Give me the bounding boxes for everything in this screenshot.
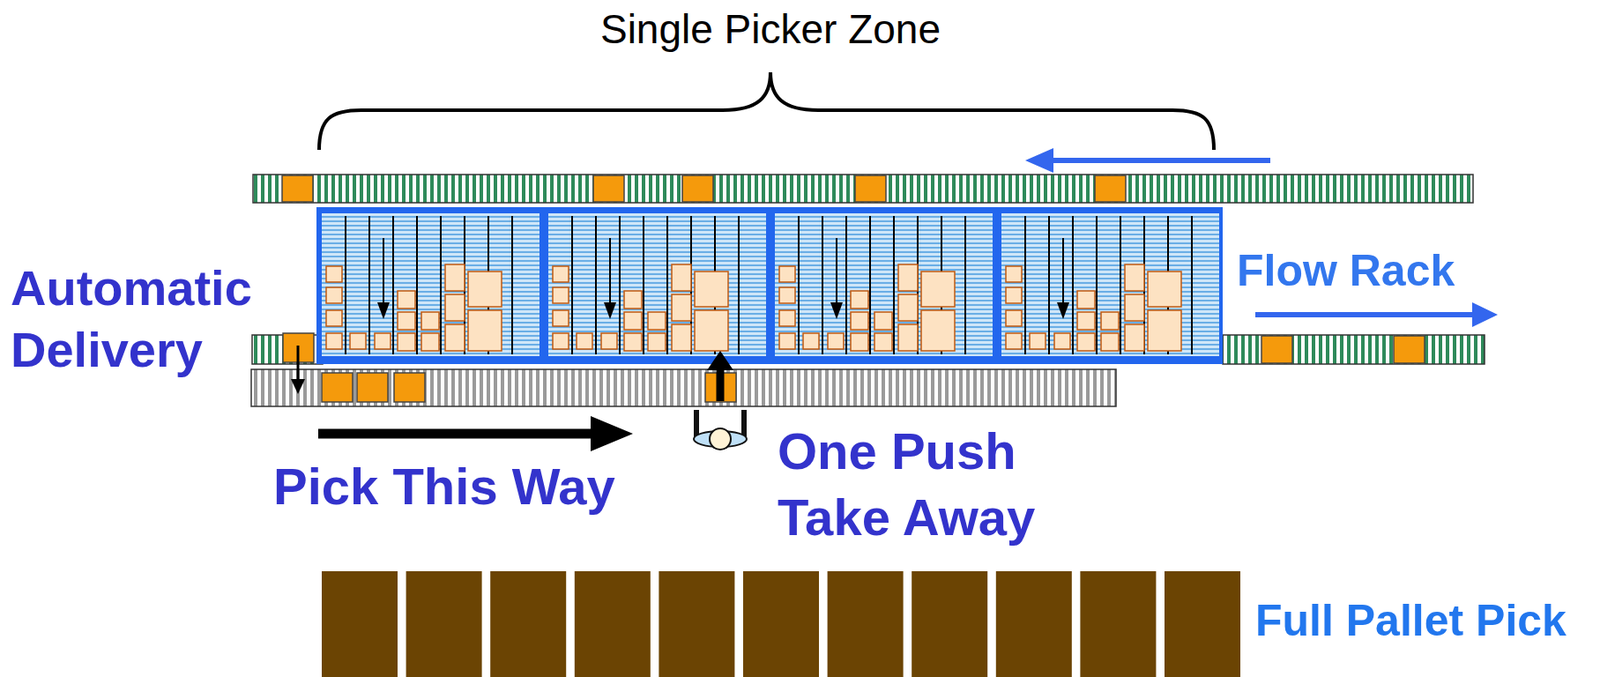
- takeaway-label: One Push Take Away: [777, 417, 1082, 551]
- rack-label: Flow Rack: [1236, 245, 1590, 296]
- delivery-label: Automatic Delivery: [10, 257, 302, 381]
- direction-label: Pick This Way: [273, 456, 679, 517]
- zone-title: Single Picker Zone: [600, 5, 941, 53]
- pallet-label: Full Pallet Pick: [1255, 595, 1595, 646]
